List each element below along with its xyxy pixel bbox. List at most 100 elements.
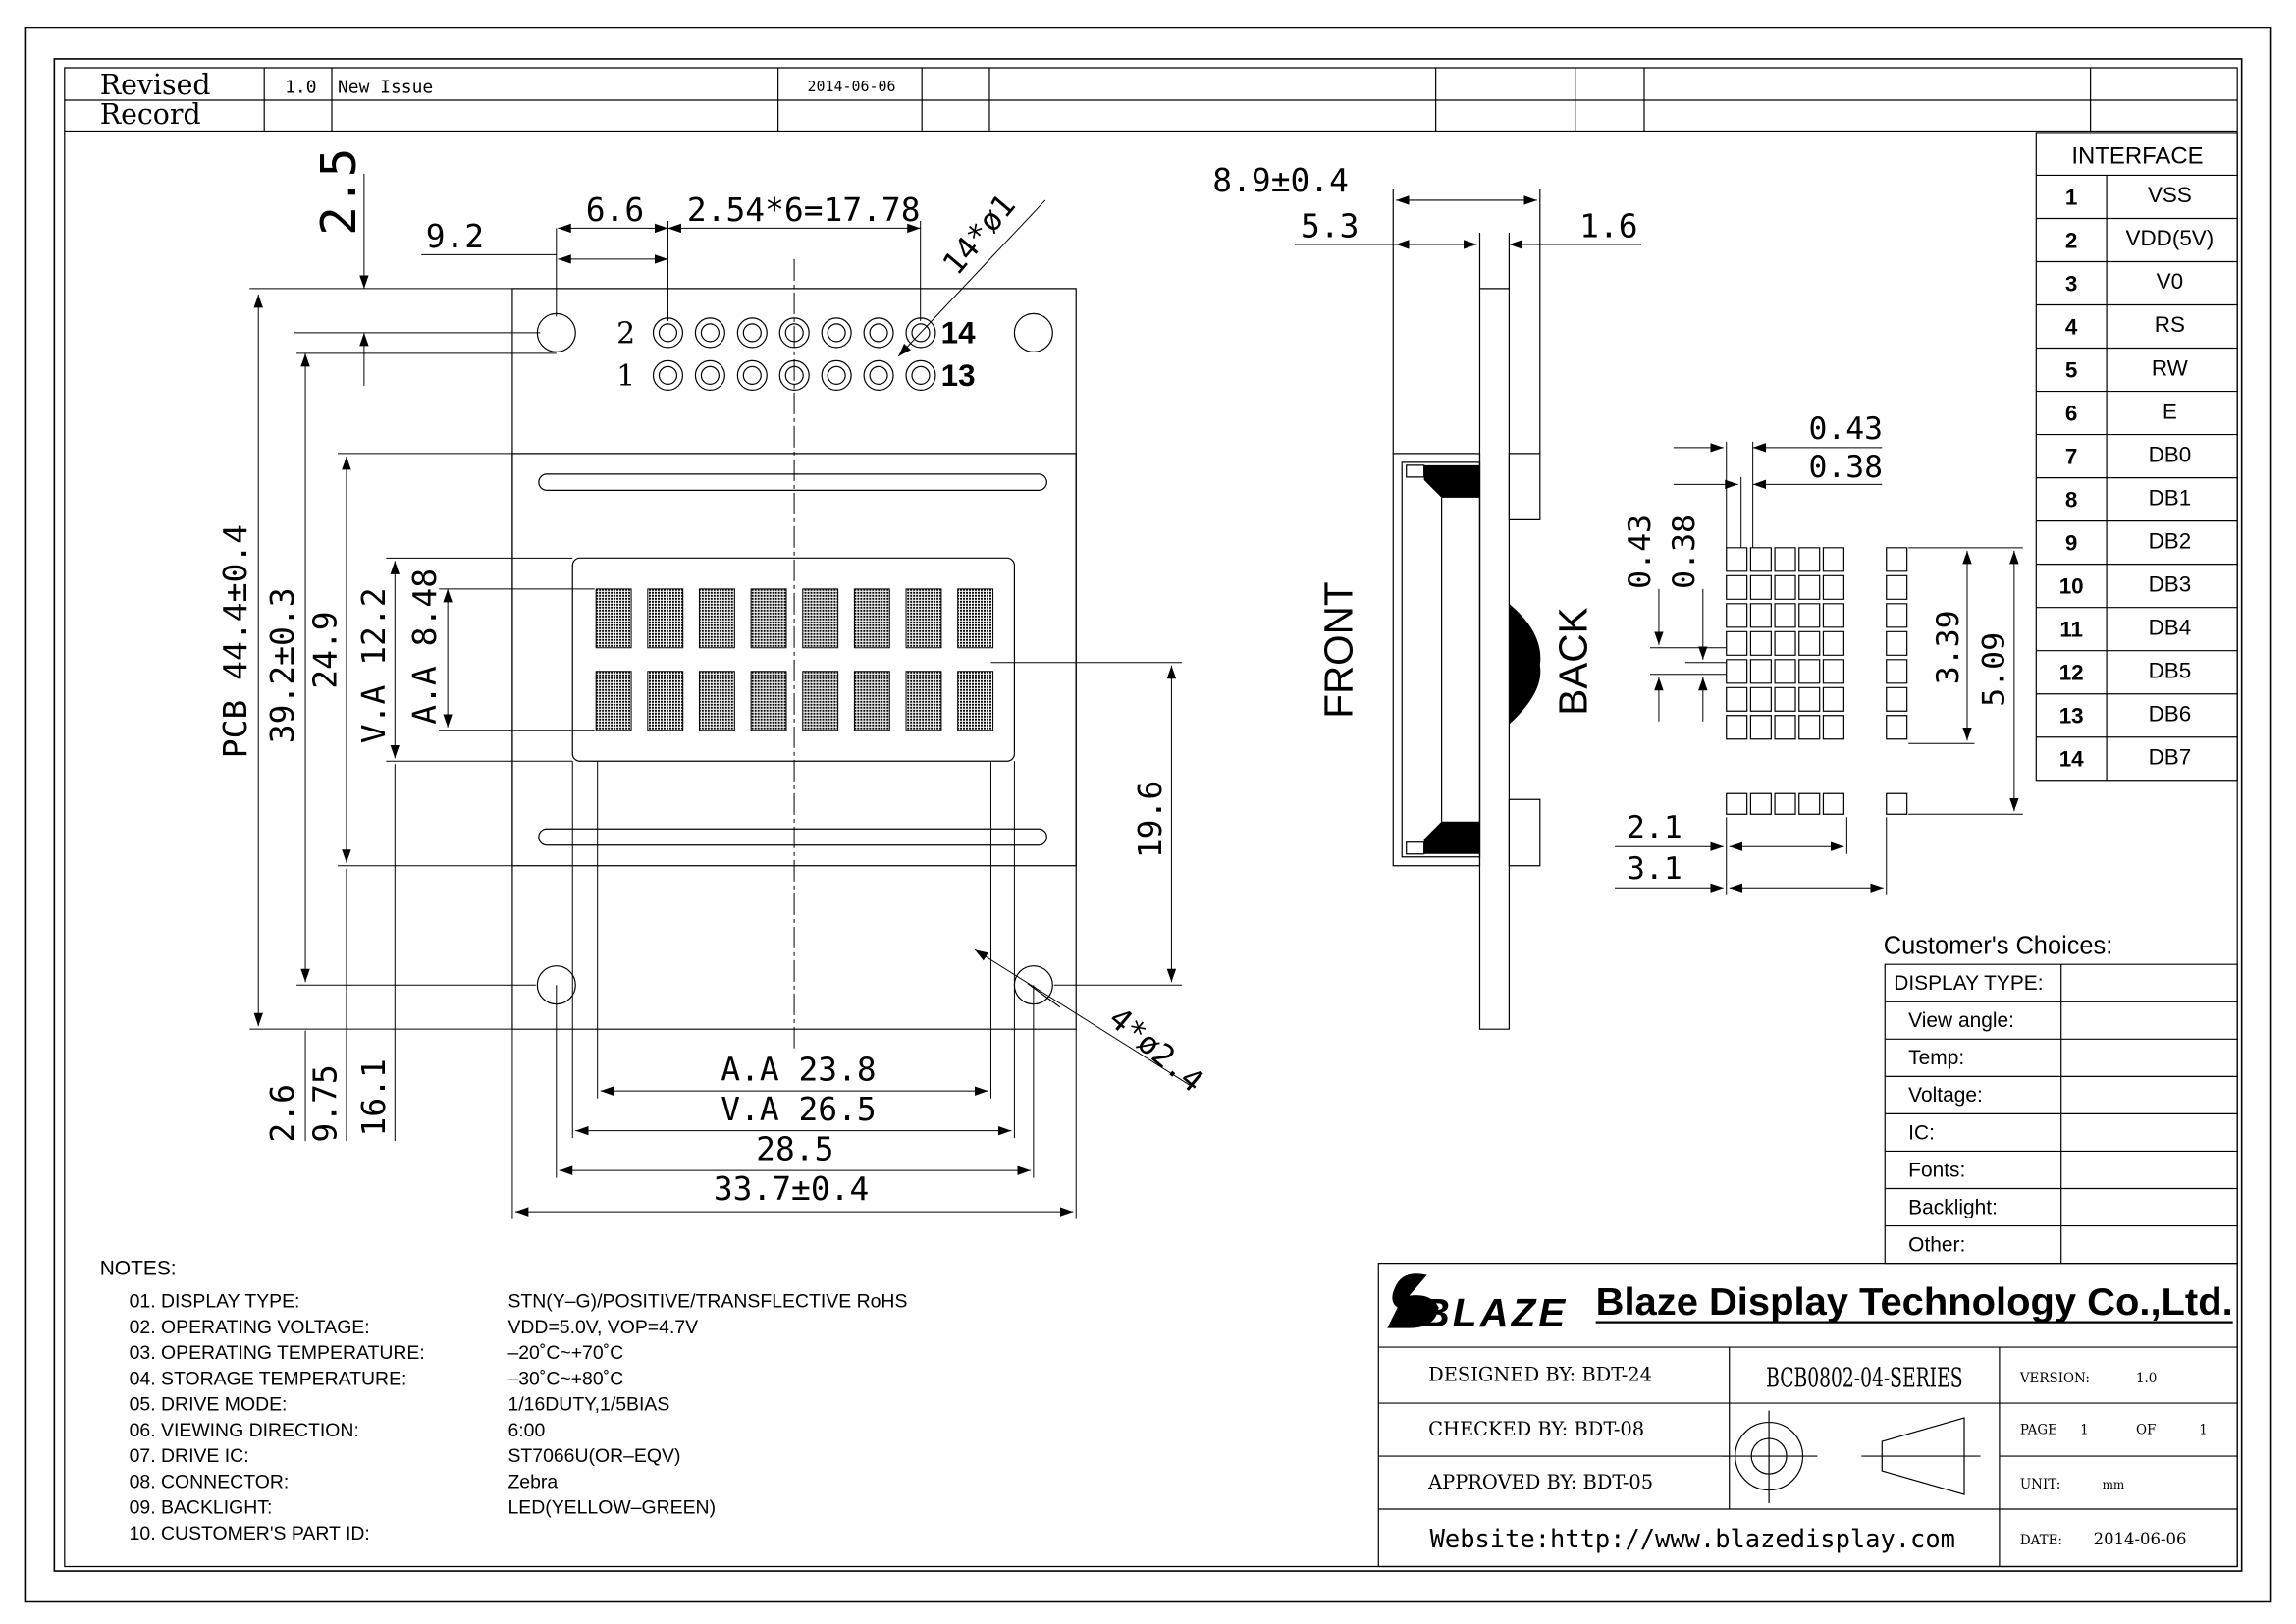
interface-pin-name: DB4 <box>2149 615 2192 639</box>
dim-char-height: 3.39 <box>1931 610 1966 684</box>
char-dot <box>1823 716 1843 739</box>
char-dot <box>1823 660 1843 683</box>
char-dot <box>1750 631 1771 655</box>
dim-1-6: 1.6 <box>1579 206 1637 244</box>
back-label: BACK <box>1551 608 1596 716</box>
next-char-dot <box>1887 604 1907 627</box>
interface-pin-number: 8 <box>2065 488 2077 513</box>
note-label: 07. DRIVE IC: <box>130 1445 249 1467</box>
character-cell <box>596 672 631 731</box>
dim-dot-pitch-h: 0.43 <box>1808 411 1883 447</box>
blaze-logo: BLAZE <box>1387 1273 1565 1335</box>
dim-5-3: 5.3 <box>1301 206 1359 244</box>
next-char-dot <box>1887 716 1907 739</box>
pin <box>654 318 683 348</box>
note-value: STN(Y–G)/POSITIVE/TRANSFLECTIVE RoHS <box>507 1291 907 1313</box>
interface-pin-name: RS <box>2155 312 2185 337</box>
dim-2-6: 2.6 <box>263 1084 301 1143</box>
note-value: –30˚C~+80˚C <box>507 1368 623 1389</box>
dim-pcb-height: PCB 44.4±0.4 <box>216 524 254 758</box>
character-detail <box>1727 548 1907 814</box>
front-label: FRONT <box>1315 581 1361 718</box>
revision-table <box>65 68 2237 131</box>
checked-by: CHECKED BY: BDT-08 <box>1428 1418 1644 1440</box>
customer-choice-label: Fonts: <box>1908 1159 1965 1181</box>
customer-choice-label: DISPLAY TYPE: <box>1894 972 2043 995</box>
char-dot <box>1799 575 1820 599</box>
dim-6-6: 6.6 <box>586 190 644 229</box>
revision-heading-line1: Revised <box>100 69 211 101</box>
interface-pin-number: 3 <box>2065 271 2077 296</box>
dim-aa-width: A.A 23.8 <box>721 1051 876 1089</box>
char-dot <box>1727 716 1747 739</box>
pin <box>779 318 809 348</box>
interface-pin-number: 1 <box>2065 185 2077 209</box>
char-dot <box>1799 631 1820 655</box>
pin <box>695 318 724 348</box>
interface-pin-name: RW <box>2152 355 2189 380</box>
pin <box>906 360 935 390</box>
dim-9-2: 9.2 <box>426 217 484 255</box>
note-value: –20˚C~+70˚C <box>507 1342 623 1364</box>
character-cell <box>958 672 993 731</box>
drawing-frame <box>25 27 2270 1601</box>
page-label: PAGE <box>2020 1423 2057 1438</box>
dim-2-5: 2.5 <box>310 148 367 236</box>
dim-24-9: 24.9 <box>306 611 345 688</box>
character-cell <box>596 589 631 648</box>
character-cell <box>906 589 941 648</box>
interface-pin-number: 7 <box>2065 444 2077 468</box>
character-cell <box>751 589 786 648</box>
dim-dot-size-v: 0.38 <box>1667 514 1702 589</box>
char-dot <box>1727 548 1747 571</box>
character-cell <box>958 589 993 648</box>
dim-va-height: V.A 12.2 <box>354 587 393 743</box>
pin <box>695 360 724 390</box>
note-label: 06. VIEWING DIRECTION: <box>130 1420 359 1441</box>
note-label: 08. CONNECTOR: <box>130 1471 290 1492</box>
note-value: LED(YELLOW–GREEN) <box>507 1497 716 1519</box>
note-value: Zebra <box>507 1471 558 1492</box>
dim-mount-hole: 4*ø2.4 <box>1101 1001 1209 1100</box>
cursor-dot <box>1823 793 1843 814</box>
front-view-dimensions <box>249 174 1192 1219</box>
mount-hole-tl <box>537 313 575 352</box>
revision-heading-line2: Record <box>100 98 201 131</box>
date-value: 2014-06-06 <box>2094 1530 2187 1548</box>
char-dot <box>1799 716 1820 739</box>
char-dot <box>1799 687 1820 711</box>
char-dot <box>1775 687 1795 711</box>
customer-choices-title: Customer's Choices: <box>1884 933 2113 960</box>
char-dot <box>1750 548 1771 571</box>
interface-pin-name: VSS <box>2148 183 2192 207</box>
pin <box>822 360 851 390</box>
next-char-dot <box>1887 687 1907 711</box>
designed-by: DESIGNED BY: BDT-24 <box>1428 1364 1652 1386</box>
dim-char-height-cursor: 5.09 <box>1976 632 2011 707</box>
char-dot <box>1799 604 1820 627</box>
customer-choice-label: Backlight: <box>1908 1196 1998 1218</box>
interface-pin-name: DB3 <box>2149 571 2192 596</box>
interface-pin-number: 13 <box>2059 704 2084 729</box>
char-dot <box>1727 687 1747 711</box>
char-dot <box>1727 660 1747 683</box>
character-cell <box>699 672 734 731</box>
interface-pin-number: 5 <box>2065 357 2077 382</box>
dim-9-75: 9.75 <box>306 1064 345 1142</box>
note-label: 05. DRIVE MODE: <box>130 1394 288 1416</box>
interface-pin-name: E <box>2163 399 2177 423</box>
pin-header <box>654 318 935 390</box>
char-dot <box>1775 604 1795 627</box>
note-value: 1/16DUTY,1/5BIAS <box>507 1394 669 1416</box>
note-label: 04. STORAGE TEMPERATURE: <box>130 1368 407 1389</box>
character-cell <box>648 672 683 731</box>
char-dot <box>1823 687 1843 711</box>
interface-pin-name: V0 <box>2157 269 2183 294</box>
interface-pin-number: 10 <box>2059 574 2084 599</box>
interface-title: INTERFACE <box>2071 142 2203 169</box>
side-view <box>1295 189 1641 1029</box>
interface-pin-name: DB5 <box>2149 658 2192 682</box>
title-block <box>1378 1264 2237 1567</box>
interface-pin-number: 12 <box>2059 661 2084 685</box>
